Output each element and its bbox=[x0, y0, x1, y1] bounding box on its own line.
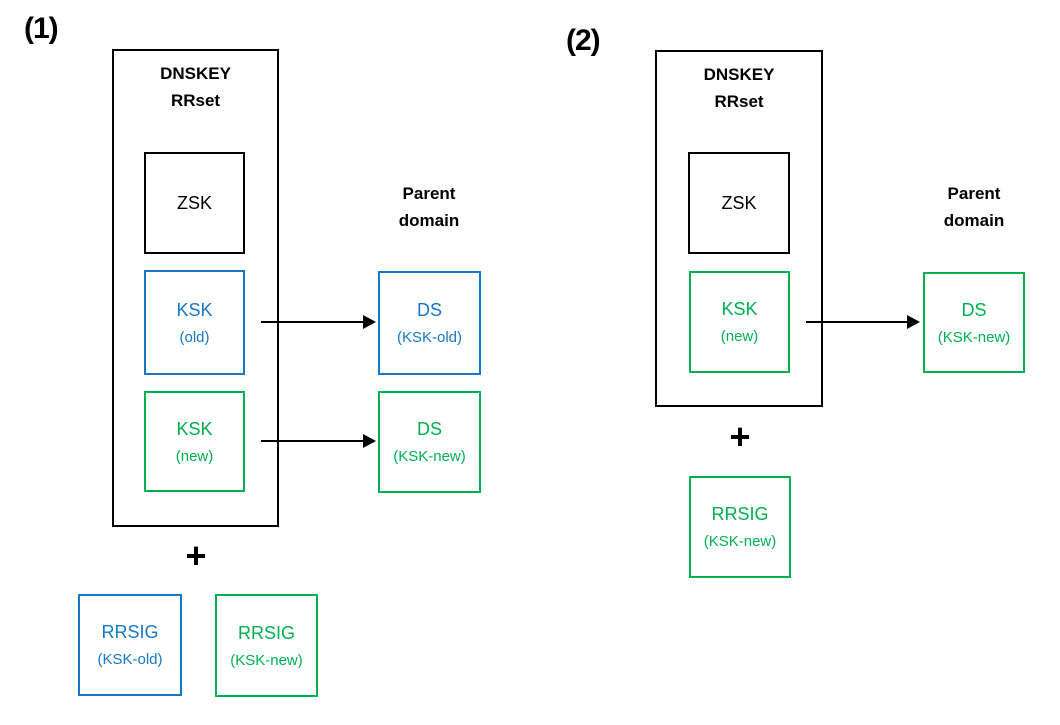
panel1-ksk-new-to-ds-arrow-icon bbox=[261, 434, 376, 448]
panel1-parent-domain-label: Parent domain bbox=[349, 180, 509, 234]
panel1-dnskey-rrset-title: DNSKEY RRset bbox=[112, 60, 279, 114]
panel1-label: (1) bbox=[24, 12, 59, 45]
panel1-ksk-old-sublabel: (old) bbox=[179, 328, 210, 346]
panel1-parent-domain-line1: Parent bbox=[402, 184, 456, 203]
panel2-ds-ksk-new-sublabel: (KSK-new) bbox=[937, 328, 1011, 346]
panel2-plus-sign: + bbox=[729, 416, 751, 457]
panel1-ksk-new-label: KSK bbox=[176, 418, 213, 439]
panel1-ksk-old-to-ds-arrow-icon bbox=[261, 315, 376, 329]
panel1-rrsig-ksk-old-box: RRSIG (KSK-old) bbox=[78, 594, 182, 696]
panel1-zsk-box: ZSK bbox=[144, 152, 245, 254]
panel1-rrsig-ksk-new-sublabel: (KSK-new) bbox=[230, 651, 303, 669]
panel1-ksk-old-label: KSK bbox=[176, 299, 213, 320]
panel1-ksk-new-box: KSK (new) bbox=[144, 391, 245, 492]
panel1-ksk-old-box: KSK (old) bbox=[144, 270, 245, 375]
panel2-ksk-new-label: KSK bbox=[721, 299, 758, 319]
panel2-dnskey-rrset-title-line1: DNSKEY bbox=[703, 65, 775, 84]
panel2-rrsig-ksk-new-label: RRSIG bbox=[711, 504, 769, 524]
panel1-ds-ksk-old-box: DS (KSK-old) bbox=[378, 271, 481, 375]
panel2-parent-domain-line1: Parent bbox=[947, 184, 1001, 203]
panel2-ds-ksk-new-box: DS (KSK-new) bbox=[923, 272, 1025, 373]
panel1-dnskey-rrset-title-line1: DNSKEY bbox=[160, 64, 231, 83]
panel2-rrsig-ksk-new-sublabel: (KSK-new) bbox=[703, 533, 777, 550]
panel1-plus-sign: + bbox=[185, 535, 207, 576]
panel2-parent-domain-label: Parent domain bbox=[894, 180, 1054, 234]
panel2-rrsig-ksk-new-box: RRSIG (KSK-new) bbox=[689, 476, 791, 578]
panel1-ds-ksk-old-label: DS bbox=[416, 300, 442, 320]
panel2-label: (2) bbox=[566, 24, 601, 57]
panel1-dnskey-rrset-box bbox=[112, 49, 279, 527]
panel1-ds-ksk-new-box: DS (KSK-new) bbox=[378, 391, 481, 493]
panel1-rrsig-ksk-new-label: RRSIG bbox=[237, 622, 295, 643]
panel1-ds-ksk-old-sublabel: (KSK-old) bbox=[396, 329, 463, 346]
panel2-dnskey-rrset-box bbox=[655, 50, 823, 407]
panel2-dnskey-rrset-title-line2: RRset bbox=[714, 92, 764, 111]
panel2-parent-domain-line2: domain bbox=[943, 211, 1005, 230]
panel1-rrsig-ksk-old-sublabel: (KSK-old) bbox=[97, 651, 163, 668]
panel2-ksk-new-sublabel: (new) bbox=[720, 328, 759, 345]
panel2-ds-ksk-new-label: DS bbox=[961, 299, 987, 320]
panel1-ds-ksk-new-sublabel: (KSK-new) bbox=[393, 448, 466, 465]
panel1-dnskey-rrset-title-line2: RRset bbox=[170, 91, 221, 110]
panel2-ksk-new-to-ds-arrow-icon bbox=[806, 315, 920, 329]
panel1-ds-ksk-new-label: DS bbox=[416, 419, 442, 439]
panel2-dnskey-rrset-title: DNSKEY RRset bbox=[655, 61, 823, 115]
panel2-ksk-new-box: KSK (new) bbox=[689, 271, 790, 373]
panel1-zsk-label: ZSK bbox=[176, 192, 212, 213]
panel1-rrsig-ksk-old-label: RRSIG bbox=[101, 622, 159, 642]
panel2-zsk-label: ZSK bbox=[721, 192, 757, 213]
panel1-ksk-new-sublabel: (new) bbox=[175, 447, 214, 465]
panel1-parent-domain-line2: domain bbox=[398, 211, 460, 230]
panel2-zsk-box: ZSK bbox=[688, 152, 790, 254]
panel1-rrsig-ksk-new-box: RRSIG (KSK-new) bbox=[215, 594, 318, 697]
